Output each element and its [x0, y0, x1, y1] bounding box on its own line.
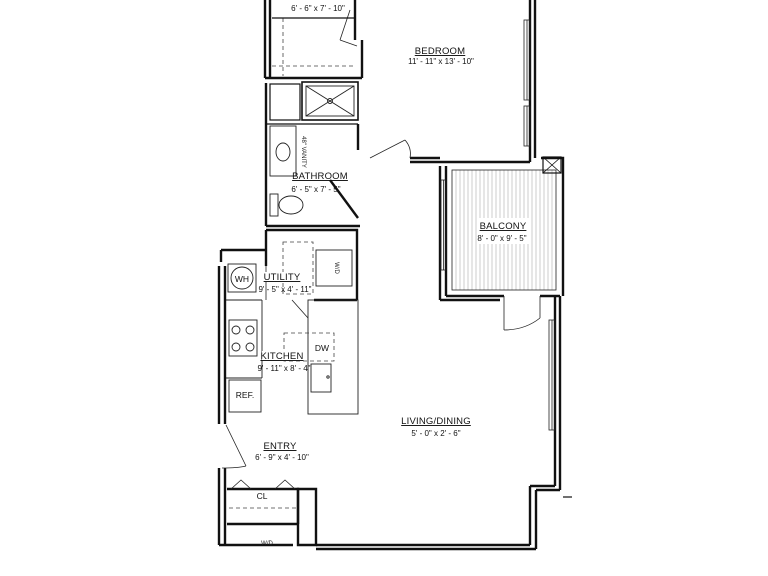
bedroom: BEDROOM 11' - 11" x 13' - 10"	[408, 46, 474, 66]
balcony-column	[542, 156, 562, 174]
utility: W/D WH UTILITY 9' - 5" x 4' - 11"	[227, 241, 353, 295]
bedroom-name: BEDROOM	[415, 46, 466, 57]
utility-name: UTILITY	[264, 272, 301, 283]
balcony-dims: 8' - 0" x 9' - 5"	[477, 234, 526, 243]
bedroom-dims: 11' - 11" x 13' - 10"	[408, 57, 474, 66]
wd-utility-label: W/D	[333, 262, 339, 274]
dw-label: DW	[315, 343, 329, 353]
utility-dims: 9' - 5" x 4' - 11"	[258, 285, 311, 294]
kitchen-dims: 9' - 11" x 8' - 4"	[257, 364, 310, 373]
wd-bottom-label: W/D	[261, 541, 273, 547]
living-name: LIVING/DINING	[401, 416, 471, 427]
balcony: BALCONY 8' - 0" x 9' - 5"	[477, 218, 530, 244]
kitchen-name: KITCHEN	[260, 351, 303, 362]
kitchen: REF. DW KITCHEN 9' - 11" x 8' - 4"	[226, 299, 359, 415]
wh-label: WH	[235, 274, 249, 284]
windows	[440, 19, 556, 431]
bathroom: 48" VANITY BATHROOM 6' - 5" x 7' - 5"	[266, 81, 359, 217]
living-dining: LIVING/DINING 5' - 0" x 2' - 6"	[401, 416, 471, 438]
closet-top: 6' - 6" x 7' - 10"	[272, 4, 355, 76]
bathroom-dims: 6' - 5" x 7' - 5"	[291, 185, 340, 194]
balcony-outline	[451, 169, 557, 291]
cl-label: CL	[257, 491, 268, 501]
entry-dims: 6' - 9" x 4' - 10"	[255, 453, 309, 462]
doors	[221, 9, 541, 490]
vanity-label: 48" VANITY	[300, 136, 306, 168]
bathroom-name: BATHROOM	[292, 171, 348, 182]
closet-top-dims: 6' - 6" x 7' - 10"	[291, 4, 345, 13]
balcony-name: BALCONY	[480, 221, 527, 232]
entry-name: ENTRY	[263, 441, 296, 452]
entry: ENTRY 6' - 9" x 4' - 10" CL W/D	[229, 441, 572, 547]
living-dims: 5' - 0" x 2' - 6"	[411, 429, 460, 438]
ref-label: REF.	[236, 390, 254, 400]
